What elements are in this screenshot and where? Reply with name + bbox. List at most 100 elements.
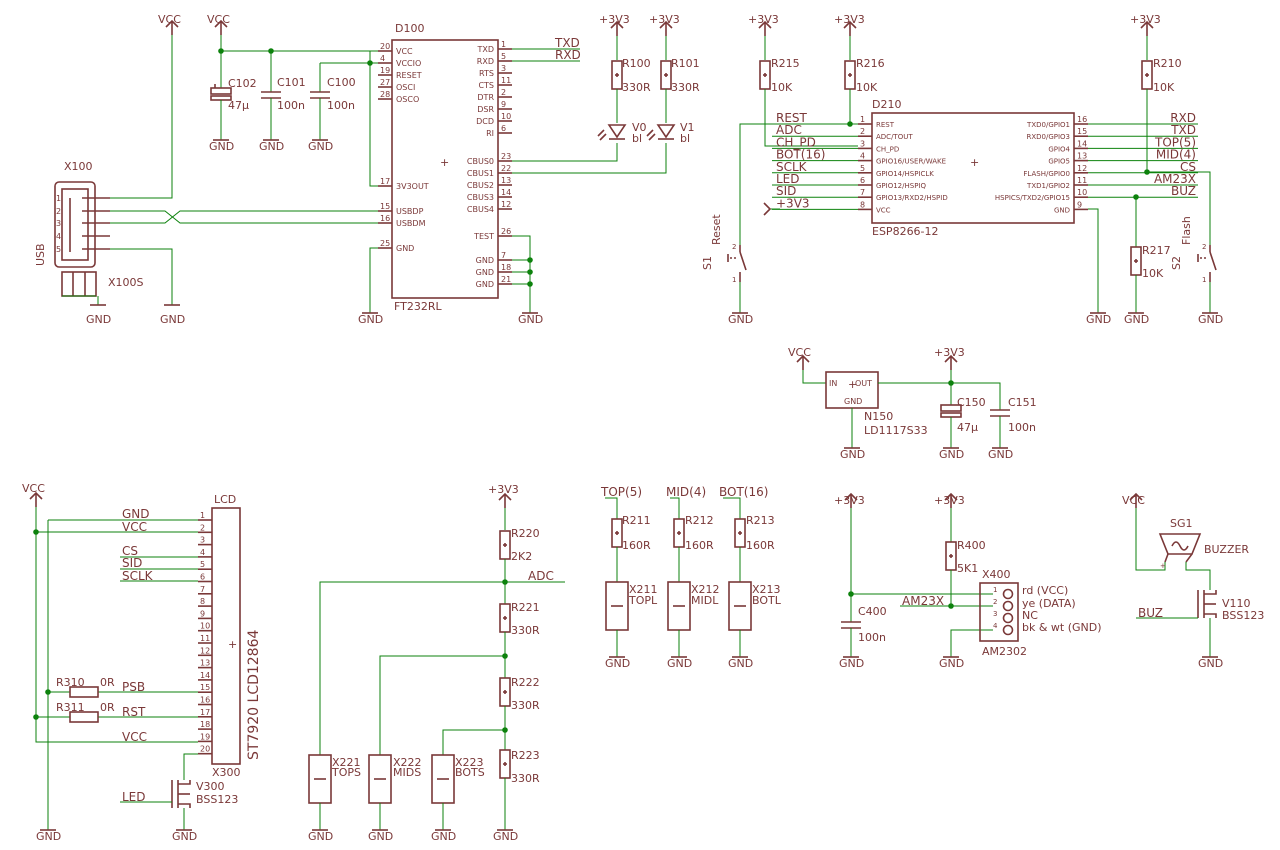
ft232-right-pin-name: CTS xyxy=(478,81,494,90)
reg-pin-gnd: GND xyxy=(844,397,862,406)
lcd-net-sid: SID xyxy=(122,556,142,570)
esp-right-pin-number: 16 xyxy=(1077,115,1087,124)
x211-ref: X211 xyxy=(629,583,658,596)
x400-pin-1: 1 xyxy=(993,586,997,594)
resistor-r215[interactable] xyxy=(759,60,771,90)
v33-reg: +3V3 xyxy=(934,346,965,359)
sensor-x400[interactable] xyxy=(979,582,1019,642)
cap-c100[interactable] xyxy=(309,91,331,99)
led-v1[interactable] xyxy=(646,124,676,141)
ft232-right-pin-number: 9 xyxy=(501,100,506,109)
usb-connector-x100[interactable] xyxy=(54,181,110,268)
switch-s2-flash[interactable] xyxy=(1197,245,1217,282)
reg-value: LD1117S33 xyxy=(864,424,928,437)
esp-right-pin-name: GPIO5 xyxy=(1048,158,1070,166)
resistor-r211[interactable] xyxy=(611,518,623,548)
ft232-right-pin-name: DTR xyxy=(477,93,494,102)
ft232-right-pin-name: CBUS1 xyxy=(467,169,494,178)
resistor-r223[interactable] xyxy=(499,749,511,779)
esp-left-pin-name: GPIO13/RXD2/HSPID xyxy=(876,194,948,202)
gnd-c400: GND xyxy=(839,657,864,670)
v33-r215: +3V3 xyxy=(748,13,779,26)
r213-value: 160R xyxy=(746,539,775,552)
r100-value: 330R xyxy=(622,81,651,94)
esp-left-net-label: CH_PD xyxy=(776,135,816,149)
ft232-right-pin-name: CBUS4 xyxy=(467,205,494,214)
r210-ref: R210 xyxy=(1153,57,1182,70)
resistor-r217[interactable] xyxy=(1130,246,1142,276)
sg1-pin-plus: + xyxy=(1160,562,1166,570)
x222-value: MIDS xyxy=(393,766,421,779)
ft232-right-pin-number: 14 xyxy=(501,188,511,197)
connector-x212[interactable] xyxy=(667,581,691,631)
lcd-pin-number: 13 xyxy=(200,659,210,668)
esp-right-pin-name: TXD1/GPIO2 xyxy=(1026,182,1070,190)
net-rxd-ft: RXD xyxy=(555,48,581,62)
sg1-value: BUZZER xyxy=(1204,543,1249,556)
connector-x223[interactable] xyxy=(431,754,455,804)
ft232-chip[interactable]: D100 FT232RL + 20VCC4VCCIO19RESET27OSCI2… xyxy=(378,22,512,313)
v110-net-buz: BUZ xyxy=(1138,606,1163,620)
switch-s1-reset[interactable] xyxy=(727,245,747,282)
resistor-r101[interactable] xyxy=(660,60,672,90)
r211-value: 160R xyxy=(622,539,651,552)
ft232-origin: + xyxy=(440,156,449,169)
x400-value: AM2302 xyxy=(982,645,1027,658)
esp8266-module[interactable]: D210 ESP8266-12 + 1RESTREST2ADC/TOUTADC3… xyxy=(772,98,1198,238)
lcd-pin-number: 5 xyxy=(200,560,205,569)
resistor-r213[interactable] xyxy=(734,518,746,548)
resistor-r212[interactable] xyxy=(673,518,685,548)
lcd-pin-number: 7 xyxy=(200,585,205,594)
r223-value: 330R xyxy=(511,772,540,785)
cap-c400[interactable] xyxy=(840,621,862,629)
usb-shield-x100s xyxy=(61,271,99,305)
resistor-r400[interactable] xyxy=(945,541,957,571)
ft232-left-pin-name: VCCIO xyxy=(396,59,421,68)
lcd-pin-number: 6 xyxy=(200,573,205,582)
vcc-label-usb: VCC xyxy=(158,13,181,26)
esp-right-pin-number: 9 xyxy=(1077,200,1082,209)
net-txd-ft: TXD xyxy=(554,36,580,50)
lcd-connector-x300[interactable] xyxy=(211,507,241,765)
c150-ref: C150 xyxy=(957,396,986,409)
resistor-r220[interactable] xyxy=(499,530,511,560)
ft232-right-pin-number: 22 xyxy=(501,164,511,173)
resistor-r100[interactable] xyxy=(611,60,623,90)
connector-x222[interactable] xyxy=(368,754,392,804)
connector-x213[interactable] xyxy=(728,581,752,631)
resistor-r222[interactable] xyxy=(499,677,511,707)
usb-ref: X100 xyxy=(64,160,93,173)
v33-c400: +3V3 xyxy=(834,494,865,507)
gnd-ft232: GND xyxy=(358,313,383,326)
gnd-c102: GND xyxy=(209,140,234,153)
resistor-r221[interactable] xyxy=(499,603,511,633)
led-v0[interactable] xyxy=(597,124,627,141)
transistor-v110[interactable] xyxy=(1197,590,1217,618)
esp-left-net-label: SCLK xyxy=(776,160,808,174)
x213-ref: X213 xyxy=(752,583,781,596)
lcd-pin-number: 17 xyxy=(200,708,210,717)
lcd-net-cs: CS xyxy=(122,544,138,558)
buzzer-sg1[interactable] xyxy=(1158,533,1202,563)
v33-r100: +3V3 xyxy=(599,13,630,26)
c151-ref: C151 xyxy=(1008,396,1037,409)
connector-x211[interactable] xyxy=(605,581,629,631)
usb-pin-2: 2 xyxy=(56,207,61,216)
esp-right-pin-number: 10 xyxy=(1077,188,1087,197)
lcd-pin-number: 11 xyxy=(200,634,210,643)
r101-ref: R101 xyxy=(671,57,700,70)
resistor-r216[interactable] xyxy=(844,60,856,90)
esp-right-pin-name: TXD0/GPIO1 xyxy=(1026,121,1070,129)
lcd-net-psb: PSB xyxy=(122,680,145,694)
esp-pullups: +3V3 +3V3 +3V3 R215 10K R216 10K R210 10… xyxy=(748,13,1182,175)
lcd-pin-number: 9 xyxy=(200,609,205,618)
transistor-v300[interactable] xyxy=(171,780,191,808)
resistor-r210[interactable] xyxy=(1141,60,1153,90)
r216-value: 10K xyxy=(856,81,878,94)
r223-ref: R223 xyxy=(511,749,540,762)
cap-c101[interactable] xyxy=(260,91,282,99)
cap-c151[interactable] xyxy=(989,409,1011,417)
connector-x221[interactable] xyxy=(308,754,332,804)
r215-ref: R215 xyxy=(771,57,800,70)
lcd-net-sclk: SCLK xyxy=(122,569,154,583)
